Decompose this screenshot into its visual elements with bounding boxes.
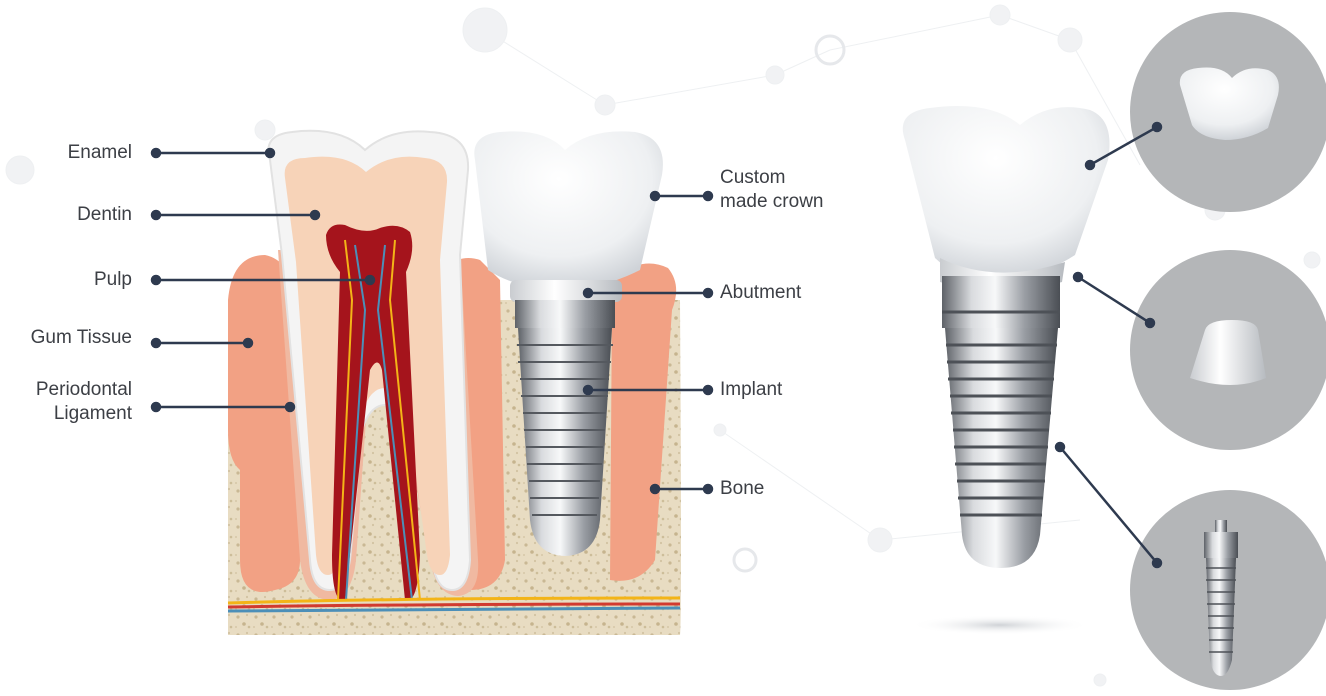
large-implant-illustration [903, 106, 1110, 635]
label-abutment: Abutment [720, 281, 801, 305]
label-implant: Implant [720, 378, 782, 402]
label-pulp: Pulp [94, 268, 132, 292]
detail-circle-implant [1130, 490, 1326, 690]
large-implant-collar [942, 276, 1060, 328]
label-enamel: Enamel [68, 141, 132, 165]
label-gum-tissue: Gum Tissue [31, 326, 132, 350]
abutment-cross-section [510, 280, 622, 302]
cross-section-illustration [228, 131, 681, 635]
label-bone: Bone [720, 477, 764, 501]
leader-detail-implant [1060, 447, 1157, 563]
label-custom-crown: Custom made crown [720, 166, 824, 214]
implant-detail-body [1206, 558, 1236, 676]
implant-detail-cap [1215, 520, 1227, 534]
label-dentin: Dentin [77, 203, 132, 227]
implant-shadow [910, 615, 1090, 635]
large-crown [903, 106, 1110, 280]
leader-detail-abutment [1078, 277, 1150, 323]
detail-circle-abutment [1130, 250, 1326, 450]
detail-circle-crown [1130, 12, 1326, 212]
crown-cross-section [474, 131, 663, 290]
implant-cross-section [515, 300, 615, 556]
implant-detail-collar [1204, 532, 1238, 558]
label-periodontal-ligament: Periodontal Ligament [36, 378, 132, 426]
